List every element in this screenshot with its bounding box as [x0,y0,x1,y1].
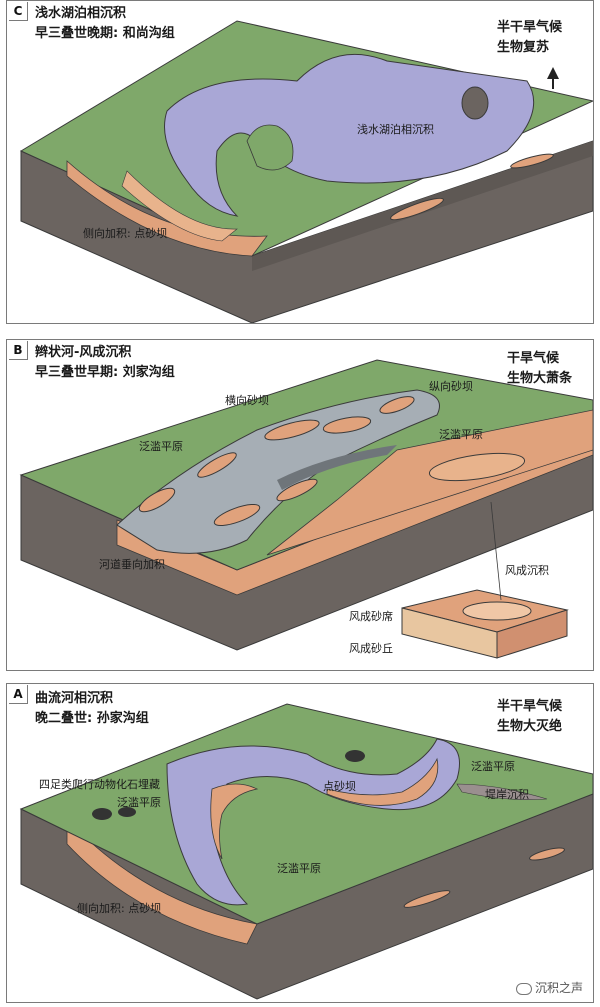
label-floodplain-right: 泛滥平原 [471,760,515,773]
panel-letter: B [9,341,28,360]
label-transverse-bar: 横向砂坝 [225,394,269,407]
label-floodplain-bottom: 泛滥平原 [277,862,321,875]
panel-title: 浅水湖泊相沉积 [35,6,127,21]
biota-label: 生物大灭绝 [497,719,563,734]
climate-label: 半干旱气候 [497,20,563,35]
panel-title: 曲流河相沉积 [35,691,114,706]
label-tetrapod-fossil: 四足类爬行动物化石埋藏 [39,778,160,791]
label-point-bar: 侧向加积: 点砂坝 [83,227,168,240]
biota-label: 生物复苏 [497,40,550,55]
meandering-river-block-diagram [19,703,593,1000]
label-floodplain-left: 泛滥平原 [117,796,161,809]
label-point-bar: 点砂坝 [323,780,356,793]
braided-river-block-diagram [19,359,593,659]
climate-label: 半干旱气候 [497,699,563,714]
label-eolian-sheet: 风成砂席 [349,610,393,623]
label-floodplain-right: 泛滥平原 [439,428,483,441]
label-eolian: 风成沉积 [505,564,549,577]
label-levee: 堤岸沉积 [485,788,529,801]
panel-letter: C [9,2,28,21]
label-lateral-accretion: 侧向加积: 点砂坝 [77,902,162,915]
panel-subtitle: 早三叠世早期: 刘家沟组 [35,365,175,380]
panel-c: C 浅水湖泊相沉积 早三叠世晚期: 和尚沟组 半干旱气候 生物复苏 浅水湖泊相沉… [6,0,594,324]
watermark-text: 沉积之声 [534,981,583,995]
panel-subtitle: 晚二叠世: 孙家沟组 [35,711,149,726]
watermark: 沉积之声 [515,979,583,996]
label-lake: 浅水湖泊相沉积 [357,123,434,136]
wechat-icon [515,982,532,995]
label-longitudinal-bar: 纵向砂坝 [429,380,473,393]
lake-block-diagram [19,20,593,323]
panel-b: B 辫状河-风成沉积 早三叠世早期: 刘家沟组 干旱气候 生物大萧条 横向砂坝 … [6,339,594,671]
label-floodplain-left: 泛滥平原 [139,440,183,453]
panel-letter: A [9,685,28,704]
panel-subtitle: 早三叠世晚期: 和尚沟组 [35,26,175,41]
climate-label: 干旱气候 [507,351,560,366]
label-eolian-dune: 风成砂丘 [349,642,393,655]
label-vertical-accretion: 河道垂向加积 [99,558,165,571]
panel-title: 辫状河-风成沉积 [35,345,132,360]
biota-label: 生物大萧条 [507,371,573,386]
panel-a: A 曲流河相沉积 晚二叠世: 孙家沟组 半干旱气候 生物大灭绝 四足类爬行动物化… [6,683,594,1003]
